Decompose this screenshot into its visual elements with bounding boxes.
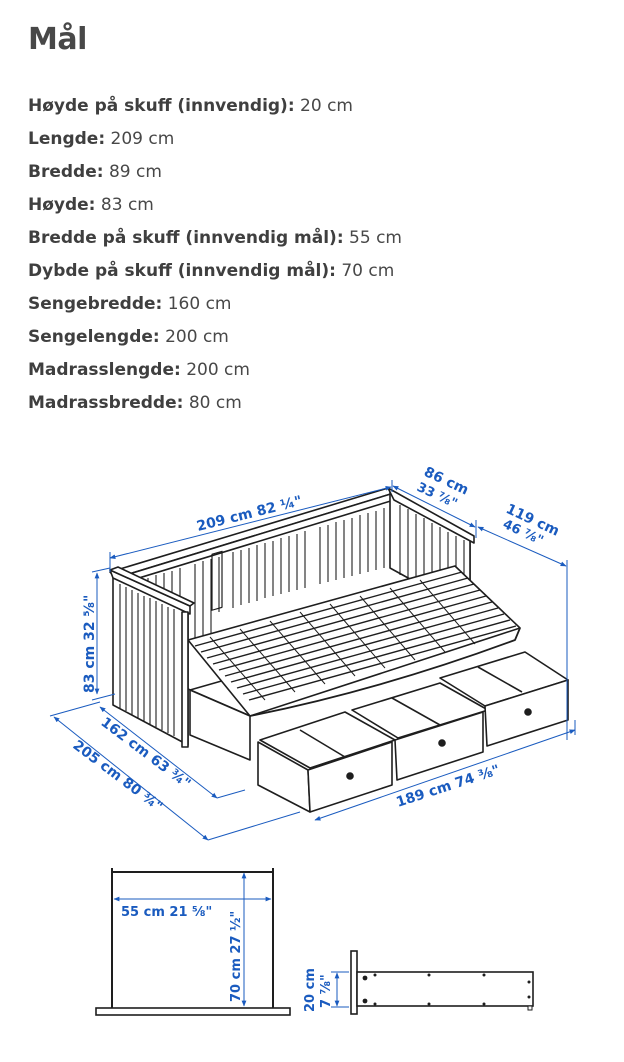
spec-label: Madrassbredde: [28, 393, 184, 413]
spec-mattress-length: Madrasslengde: 200 cm [28, 354, 402, 387]
spec-label: Høyde: [28, 195, 96, 215]
spec-label: Bredde på skuff (innvendig mål): [28, 228, 344, 248]
spec-drawer-inner-depth: Dybde på skuff (innvendig mål): 70 cm [28, 255, 402, 288]
dimension-spec-list: Høyde på skuff (innvendig): 20 cm Lengde… [28, 90, 402, 420]
spec-value: 160 cm [167, 294, 232, 314]
spec-drawer-inner-width: Bredde på skuff (innvendig mål): 55 cm [28, 222, 402, 255]
spec-bed-width: Sengebredde: 160 cm [28, 288, 402, 321]
spec-value: 200 cm [186, 360, 250, 380]
spec-value: 55 cm [349, 228, 402, 248]
spec-height: Høyde: 83 cm [28, 189, 402, 222]
dimension-lines [49, 480, 576, 841]
spec-label: Sengelengde: [28, 327, 160, 347]
label-drawer-depth: 70 cm 27 ½" [229, 911, 244, 1002]
label-drawer-width: 55 cm 21 ⅝" [121, 905, 212, 920]
spec-bed-length: Sengelengde: 200 cm [28, 321, 402, 354]
spec-label: Lengde: [28, 129, 106, 149]
spec-label: Bredde: [28, 162, 104, 182]
spec-value: 200 cm [165, 327, 229, 347]
spec-value: 80 cm [188, 393, 242, 413]
spec-label: Sengebredde: [28, 294, 163, 314]
spec-label: Dybde på skuff (innvendig mål): [28, 261, 336, 281]
spec-value: 89 cm [108, 162, 162, 182]
spec-label: Madrasslengde: [28, 360, 181, 380]
spec-drawer-inner-height: Høyde på skuff (innvendig): 20 cm [28, 90, 402, 123]
spec-value: 20 cm [300, 96, 353, 116]
spec-width: Bredde: 89 cm [28, 156, 402, 189]
page-title: Mål [28, 22, 87, 57]
spec-value: 70 cm [341, 261, 395, 281]
label-drawer-height-in: 7 ⅞" [319, 974, 334, 1008]
spec-length: Lengde: 209 cm [28, 123, 402, 156]
spec-mattress-width: Madrassbredde: 80 cm [28, 387, 402, 420]
label-height: 83 cm 32 ⅝" [82, 595, 98, 693]
spec-label: Høyde på skuff (innvendig): [28, 96, 295, 116]
dimension-diagram: 209 cm 82 ¼" 86 cm 33 ⅞" 119 cm 46 ⅞" 83… [49, 464, 576, 1016]
spec-value: 83 cm [100, 195, 154, 215]
drawer-top-view [95, 868, 291, 1016]
drawer-side-view [350, 950, 534, 1015]
spec-value: 209 cm [110, 129, 175, 149]
label-drawer-height-cm: 20 cm [303, 968, 318, 1012]
drawer-side-screws [362, 973, 531, 1006]
